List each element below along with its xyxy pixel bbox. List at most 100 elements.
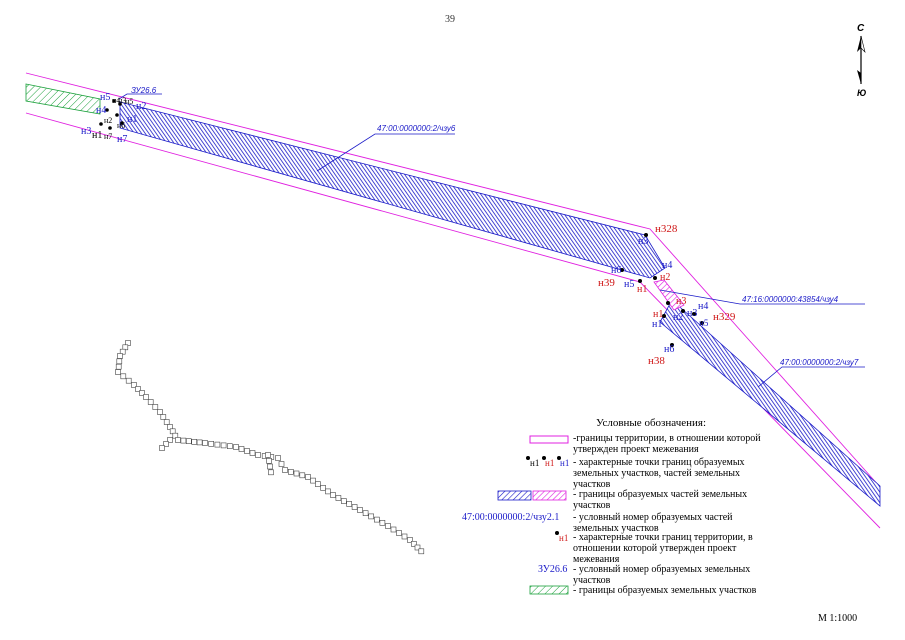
point-label: н4 <box>662 260 672 271</box>
overview-square <box>159 445 165 451</box>
land-plot-zu26-6 <box>25 83 101 115</box>
overview-square <box>335 495 342 501</box>
legend-item-territory: -границы территории, в отношении которой… <box>573 433 761 455</box>
legend-item-parts: - границы образуемых частей земельных уч… <box>573 489 748 511</box>
overview-square <box>305 474 311 480</box>
overview-square <box>407 537 413 543</box>
point-label: н1 <box>653 309 663 320</box>
leader-lines <box>118 93 865 388</box>
overview-square <box>160 414 167 420</box>
overview-square <box>255 452 261 458</box>
point-label: н2 <box>673 312 683 323</box>
overview-square <box>368 513 375 520</box>
callout-zu: ЗУ26.6 <box>131 86 157 95</box>
point-label: н7 <box>104 132 112 141</box>
overview-square <box>265 452 271 458</box>
overview-square <box>180 437 187 444</box>
overview-square <box>315 481 321 488</box>
point-label: н6 <box>664 344 674 355</box>
overview-square <box>233 444 239 450</box>
point-label: н7 <box>117 134 127 145</box>
overview-square <box>163 419 170 425</box>
overview-square <box>147 399 154 405</box>
overview-square <box>418 548 425 555</box>
point-label: н2 <box>136 101 146 112</box>
legend-title: Условные обозначения: <box>596 417 707 429</box>
overview-square <box>115 363 122 370</box>
point-label: н3 <box>81 126 91 137</box>
legend-item-part-number: - условный номер образуемых частей земел… <box>573 512 733 534</box>
overview-square <box>115 369 121 375</box>
map-scale: М 1:1000 <box>818 613 858 624</box>
overview-square <box>373 516 380 523</box>
overview-square <box>287 468 294 475</box>
point-labels-right: н328 н3 н4 н6 н2 н39 н5 н1 н3 н4 н1 н2 н… <box>598 223 736 367</box>
overview-square <box>139 390 145 396</box>
point-label: н3 <box>676 296 686 307</box>
north-arrow-icon: С Ю <box>857 23 866 98</box>
overview-square <box>330 492 336 498</box>
point-label: н39 <box>598 277 615 289</box>
land-part-chzu4 <box>653 279 685 311</box>
overview-square <box>116 358 123 365</box>
point-label: н2 <box>660 272 670 283</box>
point-label: н5 <box>100 92 110 103</box>
point-label: н38 <box>648 355 665 367</box>
characteristic-points-right <box>620 233 704 347</box>
land-part-chzu6 <box>119 101 666 279</box>
overview-square <box>227 443 233 450</box>
overview-square <box>325 488 331 495</box>
overview-square <box>268 469 274 476</box>
overview-square <box>266 457 272 464</box>
legend-code-part: 47:00:0000000:2/чзу2.1 <box>462 512 560 523</box>
overview-square <box>410 540 417 547</box>
overview-square <box>275 455 281 461</box>
point-label: н1 <box>637 284 647 295</box>
overview-square <box>414 544 421 551</box>
overview-square <box>299 472 306 479</box>
point-label: н328 <box>655 223 678 235</box>
overview-square <box>143 394 149 400</box>
callout-chzu7: 47:00:0000000:2/чзу7 <box>780 358 859 367</box>
point-label: н6 <box>117 121 125 130</box>
overview-square <box>152 404 159 410</box>
page-number: 39 <box>445 14 455 25</box>
point-label: н1 <box>92 130 102 141</box>
point-label: н1 <box>127 114 137 125</box>
overview-square <box>346 501 353 507</box>
overview-square <box>357 507 363 513</box>
point-label: н3 <box>638 236 648 247</box>
overview-square <box>385 523 391 529</box>
overview-square <box>293 470 300 477</box>
overview-square <box>191 438 197 445</box>
overview-square <box>396 530 402 536</box>
legend-point-symbols: н1 н1 н1 н1 <box>530 458 569 543</box>
overview-square <box>202 440 208 446</box>
overview-square <box>208 440 214 447</box>
legend-item-territory-points: - характерные точки границ территории, в… <box>573 532 753 565</box>
legend-code-plot: ЗУ26.6 <box>538 564 568 575</box>
legend-item-points: - характерные точки границ образуемых зе… <box>573 457 745 490</box>
point-label: н6 <box>611 265 621 276</box>
overview-square <box>267 463 273 470</box>
overview-square <box>131 382 137 388</box>
legend-item-plots: - границы образуемых земельных участков <box>573 585 757 596</box>
point-labels-left: н5 н4 н3 н5 н2 н4 н1 н2 н6 н3 н1 н7 н7 <box>81 92 146 145</box>
overview-square <box>120 373 127 380</box>
legend-symbols <box>497 435 569 595</box>
overview-square <box>220 442 227 449</box>
legend-point-label: н1 <box>530 458 539 468</box>
north-label: С <box>857 23 865 34</box>
callout-chzu6: 47:00:0000000:2/чзу6 <box>377 124 456 133</box>
legend-item-plot-number: - условный номер образуемых земельных уч… <box>573 564 751 586</box>
overview-square <box>214 441 221 448</box>
point-label: н3 <box>118 96 126 105</box>
point-label: н2 <box>104 116 112 125</box>
overview-square <box>125 377 132 384</box>
overview-square <box>135 386 141 392</box>
overview-schematic <box>115 340 425 555</box>
point-label: н5 <box>125 97 133 106</box>
overview-square <box>175 437 181 443</box>
point-label: н1 <box>652 319 662 330</box>
